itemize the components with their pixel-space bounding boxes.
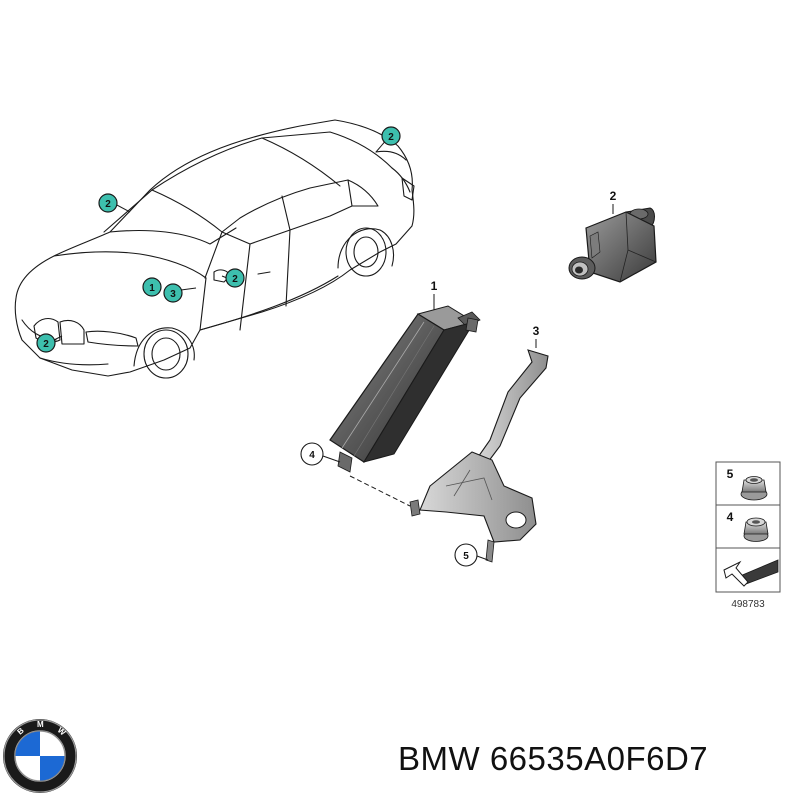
control-unit-label: 1 bbox=[431, 279, 438, 293]
fastener-legend: 5 4 498783 bbox=[715, 461, 781, 610]
callout-label: 2 bbox=[232, 274, 238, 285]
camera-part: 2 bbox=[568, 189, 657, 283]
brand-name: BMW bbox=[398, 740, 481, 777]
callout-bracket: 3 bbox=[163, 283, 197, 303]
bracket-part: 3 bbox=[409, 324, 549, 563]
camera-label: 2 bbox=[610, 189, 617, 203]
callout-windshield: 2 bbox=[98, 193, 131, 213]
svg-text:B: B bbox=[16, 726, 26, 737]
bracket-label: 3 bbox=[533, 324, 540, 338]
callout-label: 1 bbox=[149, 283, 155, 294]
control-unit-part: 1 bbox=[329, 279, 481, 507]
callout-rear-camera: 2 bbox=[375, 126, 401, 153]
callout-label: 2 bbox=[43, 339, 49, 350]
insert-arrow-icon bbox=[723, 559, 779, 587]
part-number-caption: BMW 66535A0F6D7 bbox=[398, 740, 794, 778]
car-callouts: 2 2 2 1 3 2 bbox=[36, 126, 401, 353]
fastener-callout-4: 4 bbox=[300, 442, 341, 466]
callout-side-mirror: 2 bbox=[221, 268, 245, 288]
legend-item-4-label: 4 bbox=[727, 510, 734, 524]
callout-label: 3 bbox=[170, 289, 176, 300]
diagram-reference-number: 498783 bbox=[731, 599, 765, 610]
car-outline bbox=[14, 119, 415, 379]
svg-text:M: M bbox=[37, 720, 44, 729]
hex-nut-icon bbox=[743, 517, 769, 542]
fastener-label: 4 bbox=[309, 450, 315, 461]
flange-nut-icon bbox=[740, 476, 768, 501]
svg-text:W: W bbox=[56, 726, 68, 738]
callout-front-grille: 2 bbox=[36, 333, 63, 353]
bmw-logo: B M W bbox=[3, 719, 77, 793]
fastener-label: 5 bbox=[463, 551, 469, 562]
callout-control-unit: 1 bbox=[142, 277, 162, 297]
callout-label: 2 bbox=[388, 132, 394, 143]
part-number: 66535A0F6D7 bbox=[489, 740, 709, 777]
callout-label: 2 bbox=[105, 199, 111, 210]
legend-item-5-label: 5 bbox=[727, 467, 734, 481]
fastener-callout-5: 5 bbox=[454, 543, 489, 567]
